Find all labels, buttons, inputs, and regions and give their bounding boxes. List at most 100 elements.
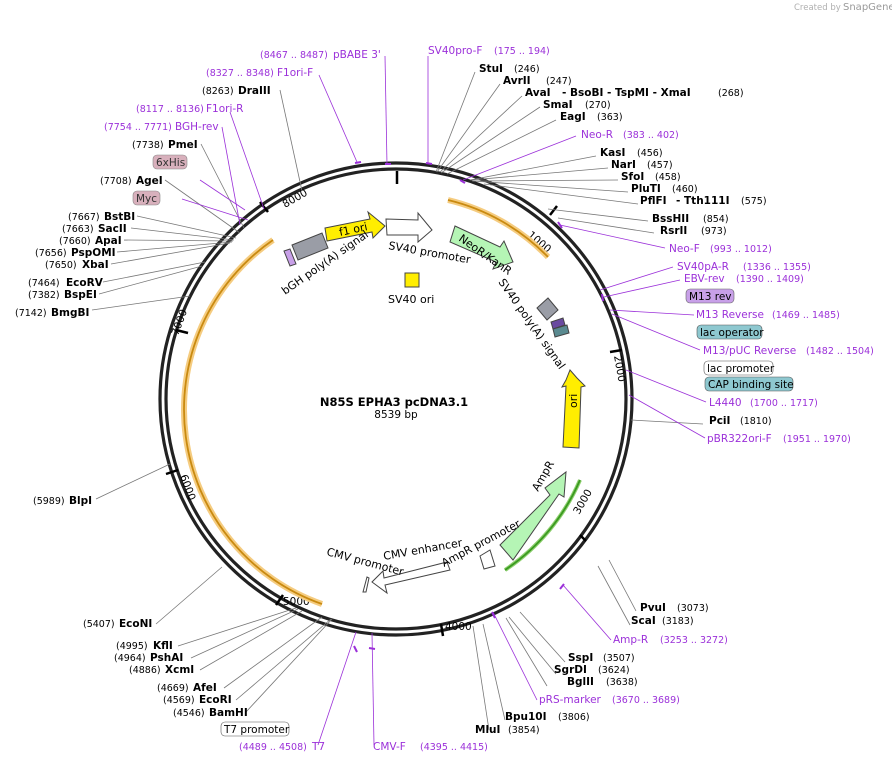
- primer-pbabe3-pos: (8467 .. 8487): [260, 50, 328, 61]
- enzyme-sacii-pos: (7663): [62, 224, 94, 235]
- enzyme-afei-pos: (4669): [157, 683, 189, 694]
- enzyme-bpu10i: Bpu10I: [505, 711, 547, 723]
- enzyme-bglii-pos: (3638): [606, 677, 638, 688]
- his-tag-box: [152, 154, 188, 170]
- enzyme-leader-lines: [91, 71, 704, 731]
- primer-bghrev: BGH-rev: [175, 121, 219, 133]
- enzyme-bpu10i-pos: (3806): [558, 712, 590, 723]
- enzyme-pspomi: PspOMI: [71, 247, 116, 259]
- enzyme-nari: NarI: [611, 159, 636, 171]
- primer-f1orir-pos: (8117 .. 8136): [136, 104, 204, 115]
- primer-markers: [353, 161, 604, 653]
- lac-operator-box: [696, 324, 763, 340]
- enzyme-avai-pos: (268): [718, 88, 744, 99]
- myc-tag-label: Myc: [136, 193, 157, 205]
- enzyme-ecori-pos: (4569): [163, 695, 195, 706]
- enzyme-avai: AvaI: [525, 87, 551, 99]
- enzyme-stui-pos: (246): [514, 64, 540, 75]
- enzyme-pluti: PluTI: [631, 183, 661, 195]
- enzyme-pcii: PciI: [709, 415, 730, 427]
- enzyme-blpi-pos: (5989): [33, 496, 65, 507]
- backbone-inner-strand: [164, 167, 628, 631]
- enzyme-bglii: BglII: [567, 676, 594, 688]
- primer-pbr322-pos: (1951 .. 1970): [783, 434, 851, 445]
- enzyme-bsshii: BssHII: [652, 213, 689, 225]
- his-tag-label: 6xHis: [156, 157, 185, 169]
- lac-promoter-label: lac promoter: [707, 363, 775, 375]
- enzyme-xcmi: XcmI: [165, 664, 194, 676]
- primer-cmvf-pos: (4395 .. 4415): [420, 742, 488, 753]
- primer-ebvrev: EBV-rev: [684, 273, 725, 285]
- enzyme-draiii: DraIII: [238, 85, 271, 97]
- enzyme-sgrdi: SgrDI: [554, 664, 587, 676]
- enzyme-smai-pos: (270): [585, 100, 611, 111]
- plasmid-name: N85S EPHA3 pcDNA3.1: [320, 395, 468, 409]
- primer-bghrev-pos: (7754 .. 7771): [104, 122, 172, 133]
- enzyme-blpi: BlpI: [69, 495, 92, 507]
- enzyme-pflfi-iso: - Tth111I: [676, 195, 730, 207]
- primer-neor: Neo-R: [581, 129, 613, 141]
- orf-arcs: [181, 197, 582, 607]
- primer-leader-lines: [181, 55, 707, 746]
- primer-l4440-pos: (1700 .. 1717): [750, 398, 818, 409]
- enzyme-bmgbi: BmgBI: [51, 307, 89, 319]
- enzyme-sfoi: SfoI: [621, 171, 644, 183]
- primer-m13rev2-pos: (1469 .. 1485): [772, 310, 840, 321]
- enzyme-bamhi-pos: (4546): [173, 708, 205, 719]
- primer-t7-pos: (4489 .. 4508): [239, 742, 307, 753]
- primer-neor-pos: (383 .. 402): [623, 130, 679, 141]
- enzyme-afei: AfeI: [193, 682, 217, 694]
- enzyme-pflfi: PflFI: [640, 195, 667, 207]
- primer-prsmarker: pRS-marker: [539, 694, 602, 706]
- lac-operator-label: lac operator: [700, 327, 764, 339]
- enzyme-nari-pos: (457): [647, 160, 673, 171]
- primer-neof-pos: (993 .. 1012): [710, 244, 772, 255]
- primer-ampr-pos: (3253 .. 3272): [660, 635, 728, 646]
- cmv-promoter-arrow: [362, 576, 370, 593]
- t7-promoter-box: [220, 721, 290, 737]
- ampr-promoter-arrow: [479, 549, 496, 570]
- enzyme-xbai: XbaI: [82, 259, 109, 271]
- enzyme-pvui: PvuI: [640, 602, 666, 614]
- enzyme-pmei: PmeI: [168, 139, 198, 151]
- enzyme-xcmi-pos: (4886): [129, 665, 161, 676]
- sv40-promoter-arrow: [385, 211, 433, 244]
- enzyme-sacii: SacII: [98, 223, 127, 235]
- primer-sv40pro-pos: (175 .. 194): [494, 46, 550, 57]
- neor-kanr-arrow: [449, 225, 514, 270]
- enzyme-pcii-pos: (1810): [740, 416, 772, 427]
- m13-marker: [550, 317, 566, 330]
- enzyme-rsrii-pos: (973): [701, 226, 727, 237]
- enzyme-bspei: BspEI: [64, 289, 97, 301]
- enzyme-pspomi-pos: (7656): [35, 248, 67, 259]
- ori-label: ori: [567, 394, 580, 408]
- credit-text: Created by: [794, 3, 841, 13]
- primer-pbabe3: pBABE 3': [333, 49, 381, 61]
- enzyme-mlui: MluI: [475, 724, 500, 736]
- his-tag-marker: [283, 248, 297, 267]
- primer-f1orif: F1ori-F: [277, 67, 313, 79]
- enzyme-eagi: EagI: [560, 111, 586, 123]
- primer-sv40pro: SV40pro-F: [428, 45, 482, 57]
- ori-arrow: [560, 369, 586, 449]
- feature-arrows: [283, 210, 586, 595]
- enzyme-sspi-pos: (3507): [603, 653, 635, 664]
- enzyme-avrii: AvrII: [503, 75, 531, 87]
- tick-label-4000: 4000: [445, 621, 472, 633]
- position-ticks: [165, 171, 623, 637]
- enzyme-econi-pos: (5407): [83, 619, 115, 630]
- lac-operator-marker: [552, 324, 570, 338]
- primer-neof: Neo-F: [669, 243, 700, 255]
- enzyme-agei: AgeI: [136, 175, 163, 187]
- primer-m13puc: M13/pUC Reverse: [703, 345, 796, 357]
- primer-m13rev2: M13 Reverse: [696, 309, 764, 321]
- primer-f1orif-pos: (8327 .. 8348): [206, 68, 274, 79]
- enzyme-pshai: PshAI: [150, 652, 183, 664]
- sv40-ori-box: [404, 272, 420, 288]
- enzyme-bmgbi-pos: (7142): [15, 308, 47, 319]
- enzyme-bstbi: BstBI: [104, 211, 135, 223]
- enzyme-avrii-pos: (247): [546, 76, 572, 87]
- enzyme-eagi-pos: (363): [597, 112, 623, 123]
- m13-rev-box: [685, 288, 735, 304]
- primer-sv40par-pos: (1336 .. 1355): [743, 262, 811, 273]
